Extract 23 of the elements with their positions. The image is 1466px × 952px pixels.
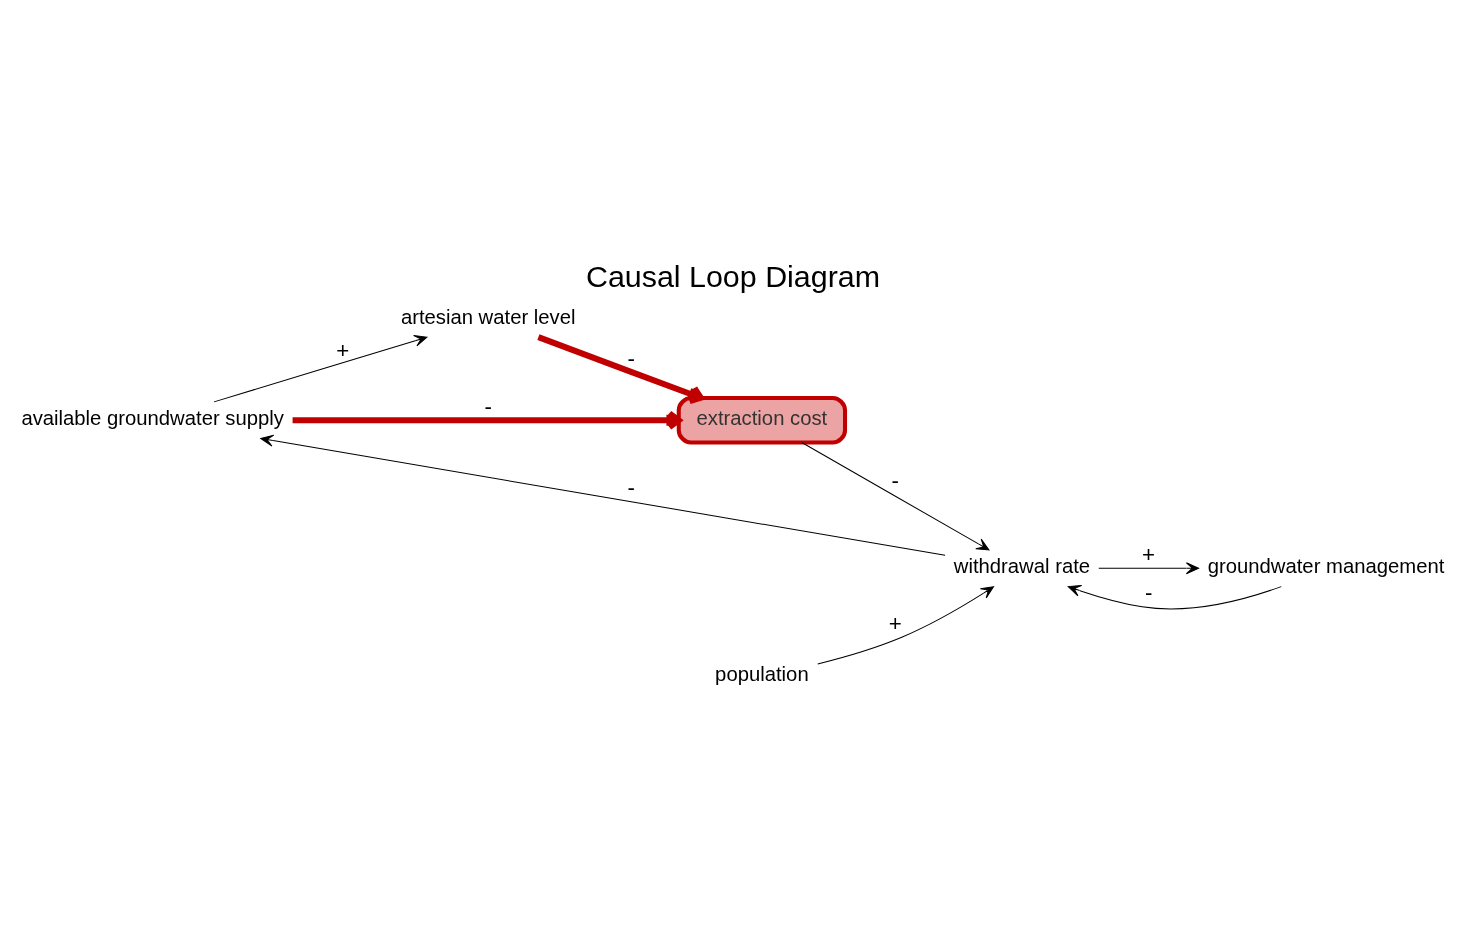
node-text: artesian water level — [400, 305, 576, 328]
edge-label: - — [1144, 579, 1153, 605]
node-text: population — [715, 662, 809, 685]
arrow — [817, 585, 995, 664]
edge-label: - — [627, 345, 635, 371]
node-text: groundwater management — [1207, 554, 1445, 577]
edge-label: - — [627, 474, 635, 500]
node-text: available groundwater supply — [21, 406, 284, 429]
diagram-title: Causal Loop Diagram — [585, 258, 881, 293]
arrow — [537, 333, 704, 404]
edge-label: - — [891, 467, 899, 493]
arrow — [213, 334, 428, 402]
edge-label: + — [888, 610, 902, 636]
node-box: extraction cost — [676, 395, 848, 445]
arrow — [801, 441, 990, 550]
arrow — [1067, 584, 1282, 609]
edge-label: - — [484, 393, 492, 419]
arrow — [1098, 561, 1200, 574]
arrow — [260, 434, 946, 556]
edge-label: + — [1142, 541, 1156, 567]
node-text: withdrawal rate — [953, 554, 1091, 577]
arrow — [292, 409, 682, 430]
edge-label: + — [336, 337, 350, 363]
